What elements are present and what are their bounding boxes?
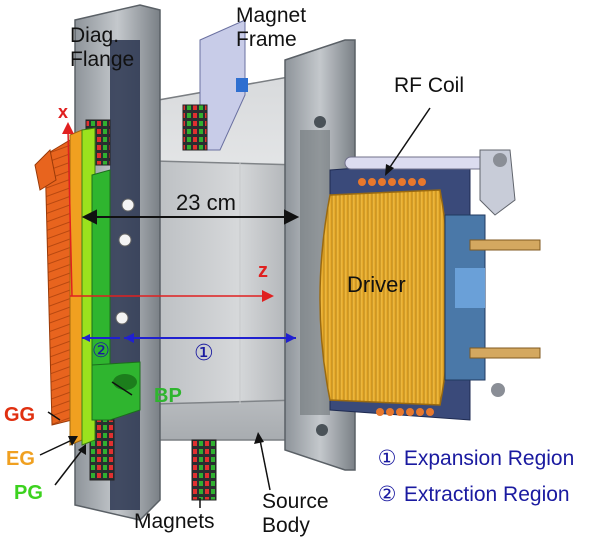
magnet-stack-bottom-diag	[89, 419, 115, 481]
legend-text: Expansion Region	[403, 447, 575, 470]
eg-label: EG	[6, 448, 35, 470]
legend-text: Extraction Region	[403, 483, 570, 506]
pg-label: PG	[14, 482, 43, 504]
legend-extraction-region: ② Extraction Region	[376, 482, 570, 507]
magnet-frame-label: Magnet Frame	[236, 4, 307, 52]
magnet-stack-top-body	[182, 104, 208, 151]
legend-symbol: ②	[377, 483, 397, 506]
region-2-marker: ②	[92, 340, 110, 362]
source-body-label: Source Body	[262, 490, 329, 538]
diag-flange-label: Diag. Flange	[70, 24, 135, 72]
bp-label: BP	[154, 385, 182, 407]
magnet-stack-bottom-body	[191, 439, 217, 501]
rf-coil-label: RF Coil	[394, 74, 465, 97]
rf-coil-rod	[344, 156, 496, 170]
region-1-marker: ①	[194, 340, 214, 365]
rf-coil-turns	[358, 178, 434, 416]
magnets-label: Magnets	[134, 510, 215, 533]
dimension-label: 23 cm	[176, 190, 236, 215]
legend-expansion-region: ① Expansion Region	[376, 446, 575, 471]
legend-symbol: ①	[377, 447, 397, 470]
z-axis	[70, 290, 274, 302]
leader-lines	[39, 107, 431, 508]
z-axis-label: z	[258, 260, 268, 282]
dimension-23cm	[81, 209, 300, 225]
region-extents	[82, 333, 296, 343]
gg-label: GG	[4, 404, 36, 426]
driver-label: Driver	[347, 272, 406, 297]
driver-cylinder	[319, 189, 451, 406]
x-axis	[62, 122, 74, 297]
x-axis-label: x	[58, 102, 69, 122]
